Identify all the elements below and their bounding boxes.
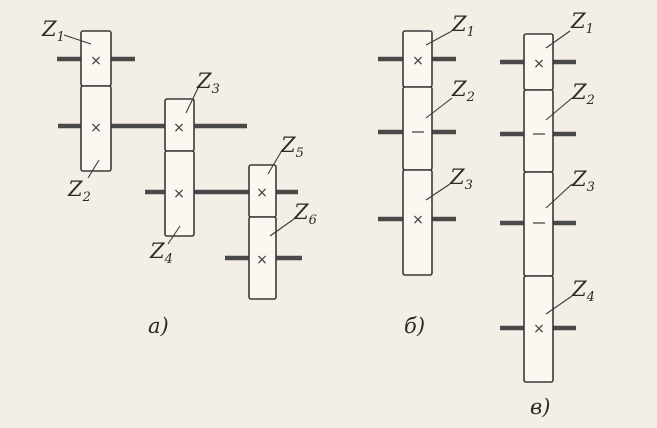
leader-a-z3 bbox=[185, 87, 199, 114]
leader-a-z2 bbox=[87, 159, 100, 179]
gear-b-z3 bbox=[402, 169, 433, 276]
caption-v: в) bbox=[530, 395, 550, 419]
leader-v-z3 bbox=[545, 183, 573, 209]
mark-a-z6: × bbox=[256, 252, 268, 268]
leader-a-z5 bbox=[267, 151, 282, 175]
label-a-z1: Z1 bbox=[41, 17, 65, 45]
mark-a-z3: × bbox=[173, 120, 185, 136]
label-a-z6: Z6 bbox=[293, 200, 317, 228]
caption-a: a) bbox=[148, 314, 169, 338]
caption-b: б) bbox=[404, 314, 425, 338]
leader-a-z6 bbox=[269, 218, 295, 237]
mark-a-z1: × bbox=[90, 53, 102, 69]
leader-v-z1 bbox=[545, 30, 571, 49]
gear-a-z2 bbox=[80, 85, 112, 172]
label-b-z3: Z3 bbox=[449, 165, 473, 193]
leader-v-z2 bbox=[545, 97, 573, 121]
label-a-z4: Z4 bbox=[149, 239, 173, 267]
gear-v-z4 bbox=[523, 275, 554, 383]
label-a-z5: Z5 bbox=[280, 133, 304, 161]
label-v-z2: Z2 bbox=[571, 80, 595, 108]
mark-v-z4: × bbox=[533, 321, 545, 337]
leader-b-z3 bbox=[425, 183, 451, 201]
mark-a-z2: × bbox=[90, 120, 102, 136]
panel-v: × × Z1 Z2 Z3 Z4 в) bbox=[500, 9, 595, 419]
leader-a-z1 bbox=[63, 34, 92, 45]
label-b-z1: Z1 bbox=[451, 12, 475, 40]
mark-b-z1: × bbox=[412, 53, 424, 69]
leader-b-z1 bbox=[425, 30, 453, 46]
leader-b-z2 bbox=[425, 97, 453, 119]
leader-v-z4 bbox=[545, 295, 573, 315]
label-a-z2: Z2 bbox=[67, 177, 91, 205]
label-a-z3: Z3 bbox=[196, 69, 220, 97]
panel-a: × × × × × × Z1 Z2 Z3 Z4 Z5 Z6 a) bbox=[41, 17, 317, 338]
label-v-z4: Z4 bbox=[571, 277, 595, 305]
gear-v-z3 bbox=[523, 171, 554, 277]
mark-v-z1: × bbox=[533, 56, 545, 72]
label-v-z3: Z3 bbox=[571, 167, 595, 195]
gear-b-z2 bbox=[402, 86, 433, 171]
mark-b-z3: × bbox=[412, 212, 424, 228]
leader-a-z4 bbox=[167, 225, 181, 245]
panel-b: × × Z1 Z2 Z3 б) bbox=[378, 12, 475, 338]
gear-a-z4 bbox=[164, 150, 195, 237]
label-v-z1: Z1 bbox=[570, 9, 594, 37]
gear-a-z6 bbox=[248, 216, 277, 300]
gear-v-z2 bbox=[523, 89, 554, 173]
mark-a-z5: × bbox=[256, 185, 268, 201]
label-b-z2: Z2 bbox=[451, 77, 475, 105]
mark-a-z4: × bbox=[173, 186, 185, 202]
